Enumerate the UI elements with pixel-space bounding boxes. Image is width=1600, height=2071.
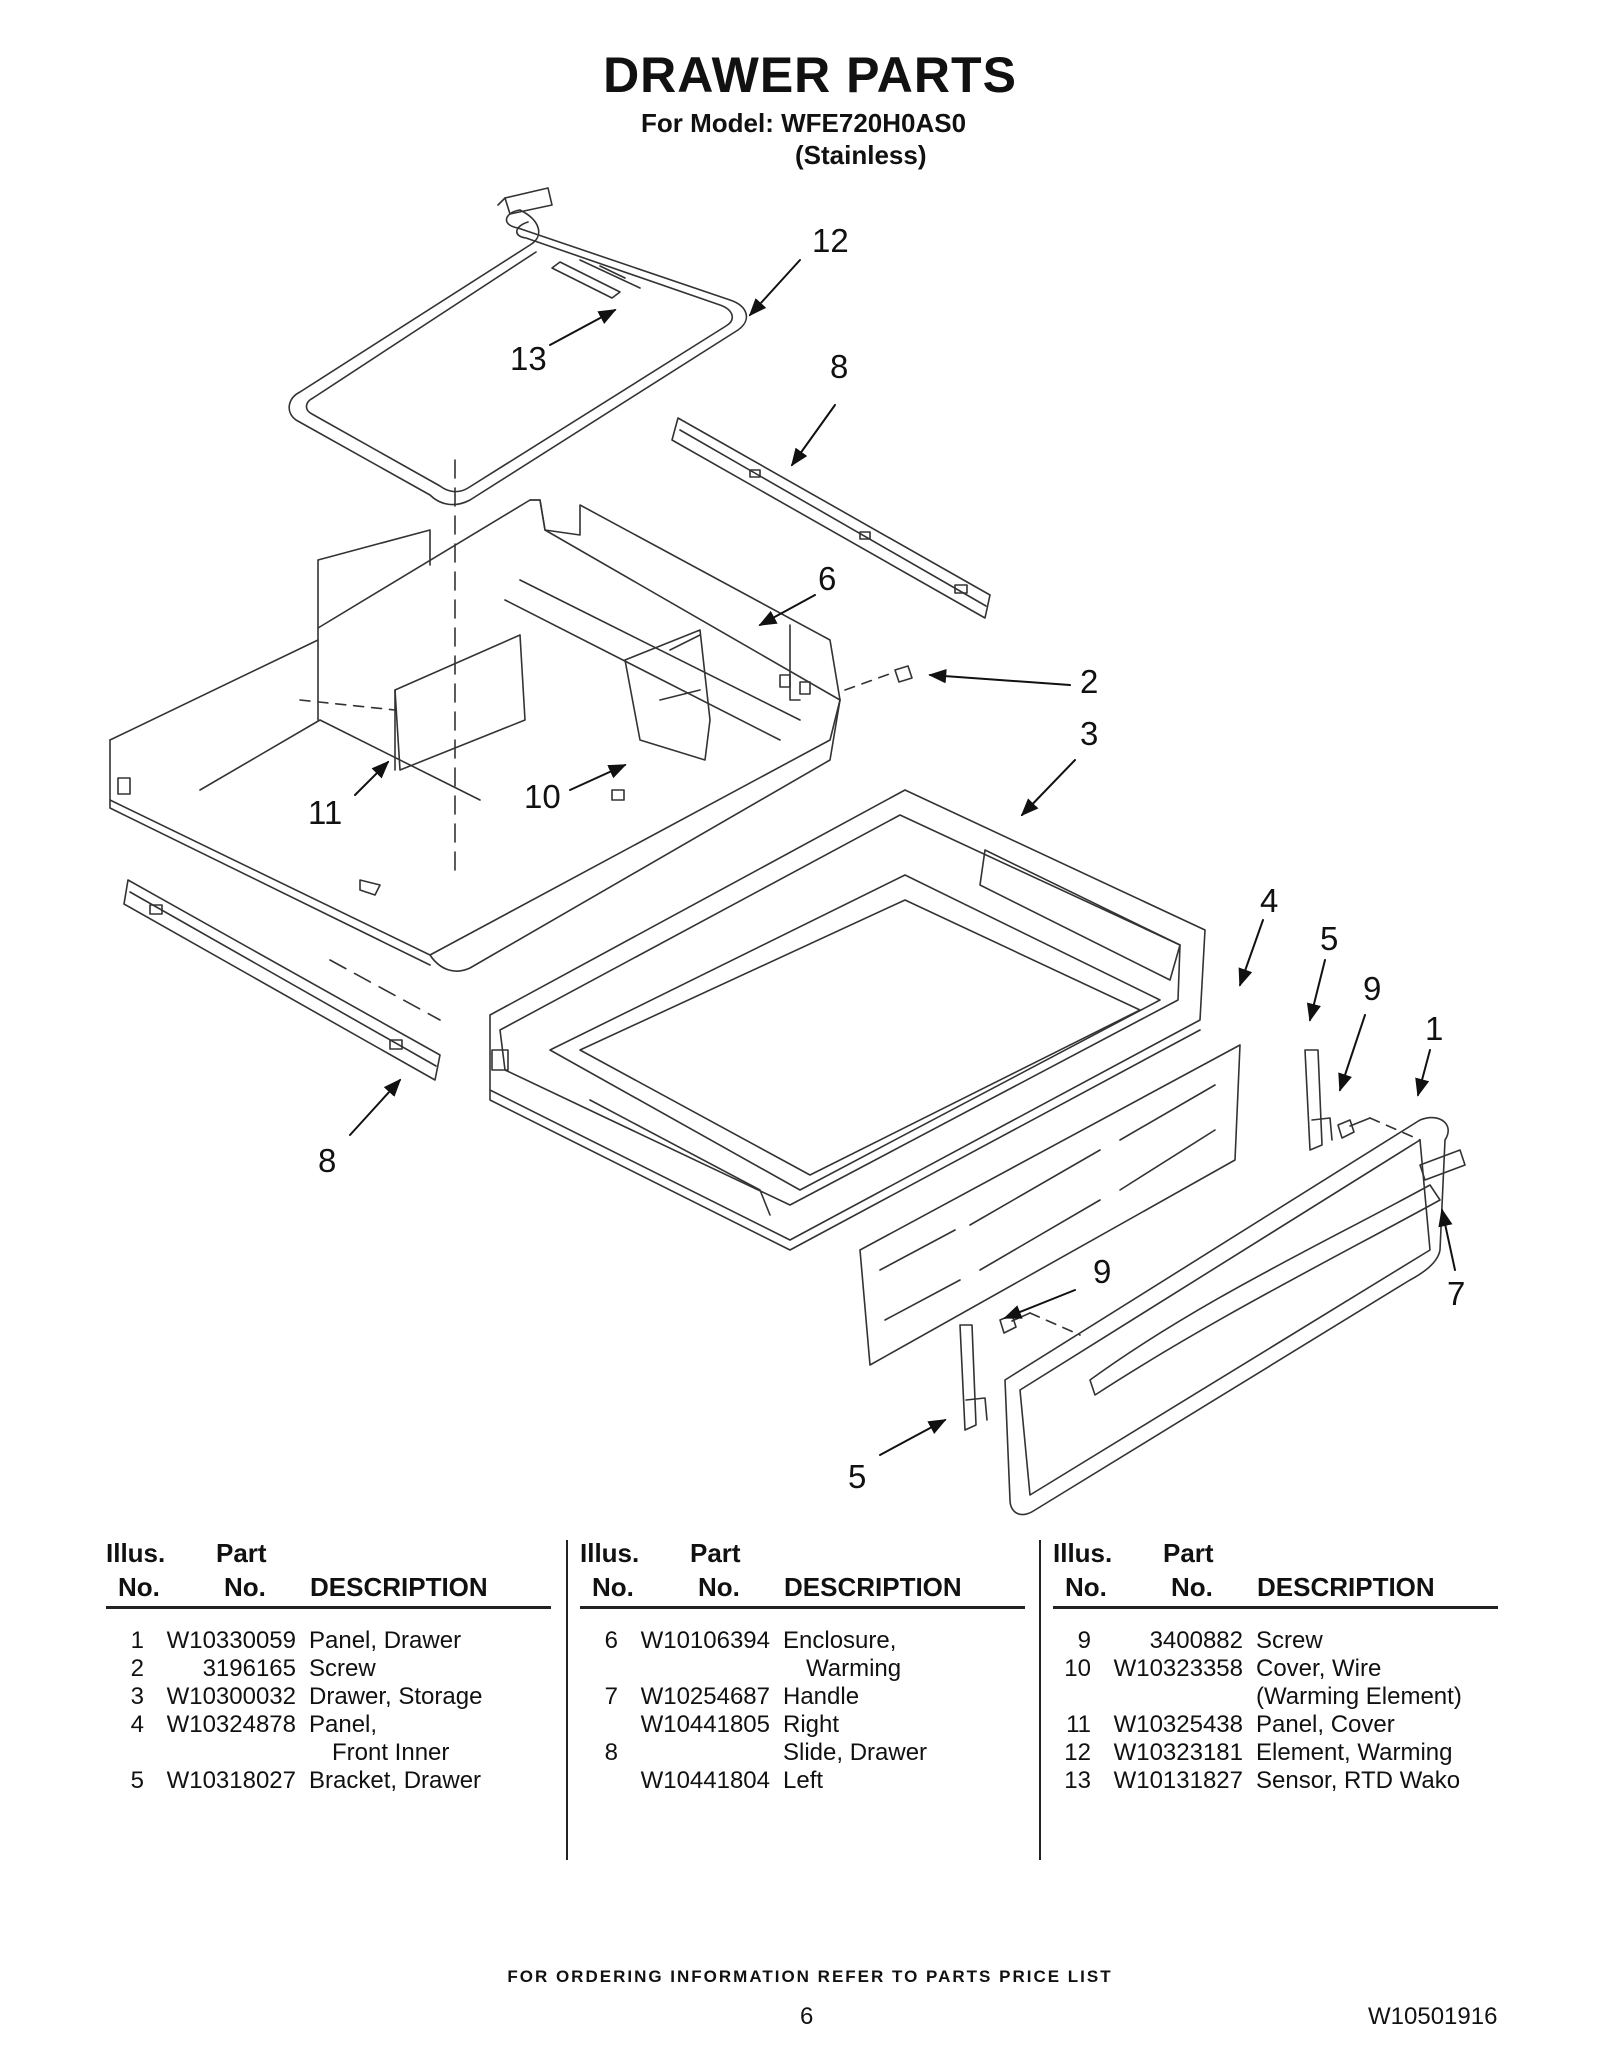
front-inner-panel-part bbox=[859, 1044, 1241, 1366]
header-illus: Illus. bbox=[106, 1538, 166, 1568]
callout-arrows bbox=[349, 259, 1456, 1456]
callout-2: 2 bbox=[1080, 663, 1098, 700]
callout-4: 4 bbox=[1260, 882, 1278, 919]
table-divider bbox=[1039, 1540, 1041, 1860]
callout-9-lower: 9 bbox=[1093, 1253, 1111, 1290]
table-divider bbox=[566, 1540, 568, 1860]
callout-13: 13 bbox=[510, 340, 547, 377]
slide-rail-lower-part bbox=[123, 879, 441, 1081]
header-illus: Illus. bbox=[580, 1538, 640, 1568]
callout-labels: 12 13 8 6 2 3 11 10 4 5 9 1 8 9 7 5 bbox=[308, 222, 1465, 1495]
callout-12: 12 bbox=[812, 222, 849, 259]
callout-10: 10 bbox=[524, 778, 561, 815]
header-part: Part bbox=[1163, 1538, 1214, 1568]
callout-11: 11 bbox=[308, 794, 342, 831]
callout-8-upper: 8 bbox=[830, 348, 848, 385]
callout-5-lower: 5 bbox=[848, 1458, 866, 1495]
table-header: Illus. No. Part No. DESCRIPTION bbox=[106, 1540, 551, 1609]
page-title: DRAWER PARTS bbox=[603, 47, 1017, 103]
page-number: 6 bbox=[800, 2003, 814, 2030]
header-part: Part bbox=[690, 1538, 741, 1568]
storage-drawer-part bbox=[489, 789, 1206, 1251]
table-row: Warming bbox=[806, 1655, 902, 1682]
callout-5-upper: 5 bbox=[1320, 920, 1338, 957]
table-header: Illus. No. Part No. DESCRIPTION bbox=[580, 1540, 1025, 1609]
callout-7: 7 bbox=[1447, 1275, 1465, 1312]
cover-panel-part bbox=[394, 634, 526, 771]
header-description: DESCRIPTION bbox=[310, 1572, 488, 1602]
callout-9-upper: 9 bbox=[1363, 970, 1381, 1007]
slide-rail-upper-part bbox=[671, 417, 991, 619]
slide-dashed-line bbox=[329, 959, 441, 1021]
table-row: (Warming Element) bbox=[1256, 1683, 1462, 1710]
header-part-no: No. bbox=[1171, 1572, 1213, 1602]
model-variant: (Stainless) bbox=[795, 140, 927, 170]
warming-enclosure-part bbox=[109, 499, 841, 972]
header-illus-no: No. bbox=[592, 1572, 634, 1602]
header-part-no: No. bbox=[224, 1572, 266, 1602]
screw-parts bbox=[894, 665, 1371, 1334]
header-illus-no: No. bbox=[1065, 1572, 1107, 1602]
ordering-note: FOR ORDERING INFORMATION REFER TO PARTS … bbox=[507, 1967, 1113, 1986]
header-description: DESCRIPTION bbox=[784, 1572, 962, 1602]
warming-element-part bbox=[288, 187, 748, 506]
exploded-parts-diagram: 12 13 8 6 2 3 11 10 4 5 9 1 8 9 7 5 bbox=[109, 187, 1466, 1516]
bracket-upper-part bbox=[1304, 1049, 1333, 1151]
callout-8-lower: 8 bbox=[318, 1142, 336, 1179]
callout-1: 1 bbox=[1425, 1010, 1443, 1047]
handle-part bbox=[1419, 1149, 1466, 1181]
header-illus-no: No. bbox=[118, 1572, 160, 1602]
document-number: W10501916 bbox=[1368, 2003, 1498, 2030]
bracket-lower-part bbox=[959, 1324, 988, 1431]
header-part-no: No. bbox=[698, 1572, 740, 1602]
header-description: DESCRIPTION bbox=[1257, 1572, 1435, 1602]
wire-cover-part bbox=[611, 629, 711, 801]
table-header: Illus. No. Part No. DESCRIPTION bbox=[1053, 1540, 1498, 1609]
callout-6: 6 bbox=[818, 560, 836, 597]
model-line: For Model: WFE720H0AS0 bbox=[641, 108, 967, 138]
drawer-front-panel-part bbox=[1004, 1116, 1449, 1516]
header-part: Part bbox=[216, 1538, 267, 1568]
callout-3: 3 bbox=[1080, 715, 1098, 752]
table-row: Front Inner bbox=[332, 1739, 450, 1766]
header-illus: Illus. bbox=[1053, 1538, 1113, 1568]
sensor-part bbox=[551, 261, 621, 299]
